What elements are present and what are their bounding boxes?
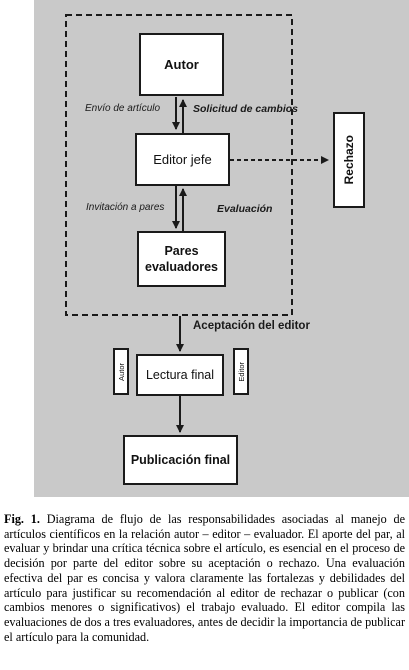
node-side-editor: Editor [233, 348, 249, 395]
pares-line-2: evaluadores [145, 260, 218, 274]
node-editor-jefe: Editor jefe [135, 133, 230, 186]
node-lectura-final: Lectura final [136, 354, 224, 396]
node-publicacion-final: Publicación final [123, 435, 238, 485]
label-solicitud: Solicitud de cambios [193, 103, 299, 115]
node-side-autor: Autor [113, 348, 129, 395]
node-rechazo: Rechazo [333, 112, 365, 208]
caption-text: Diagrama de flujo de las responsabilidad… [4, 512, 406, 644]
pares-line-1: Pares [164, 244, 199, 258]
caption-label: Fig. 1. [4, 512, 40, 526]
label-envio: Envío de artículo [85, 103, 161, 114]
rechazo-label: Rechazo [342, 135, 356, 185]
diagram-lines [65, 14, 329, 433]
figure-caption: Fig. 1. Diagrama de flujo de las respons… [4, 512, 405, 644]
label-evaluacion: Evaluación [217, 203, 273, 215]
dashed-boundary [65, 14, 293, 316]
side-editor-label: Editor [236, 361, 246, 382]
side-autor-label: Autor [116, 362, 126, 381]
label-invitacion: Invitación a pares [86, 202, 165, 213]
label-aceptacion: Aceptación del editor [193, 320, 310, 332]
node-autor: Autor [139, 33, 224, 96]
node-pares-evaluadores: Pares evaluadores [137, 231, 226, 287]
